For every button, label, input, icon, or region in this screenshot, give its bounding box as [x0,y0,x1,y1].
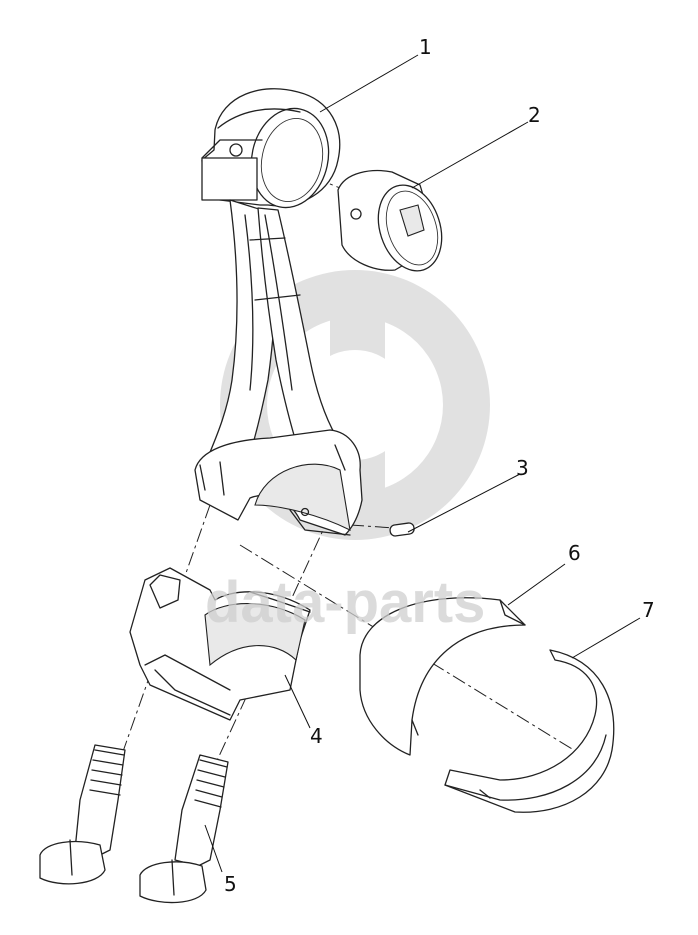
rod-bolt-right [139,754,229,904]
leader-lines [204,54,641,873]
callout-3: 3 [516,456,529,480]
callout-7: 7 [642,598,655,622]
callout-4: 4 [310,724,323,748]
callout-labels: 1 2 3 4 5 6 7 [224,35,655,896]
rod-cap [129,567,311,721]
callout-2: 2 [528,103,541,127]
small-end-bushing [337,169,443,272]
rod-bolt-left [39,744,126,885]
callout-6: 6 [568,541,581,565]
connecting-rod [194,88,363,536]
watermark-text: data-parts [205,570,485,635]
lower-bearing-shell [444,649,615,813]
dowel-pin [389,522,415,537]
callout-1: 1 [419,35,432,59]
upper-bearing-shell [359,597,526,756]
callout-5: 5 [224,872,237,896]
